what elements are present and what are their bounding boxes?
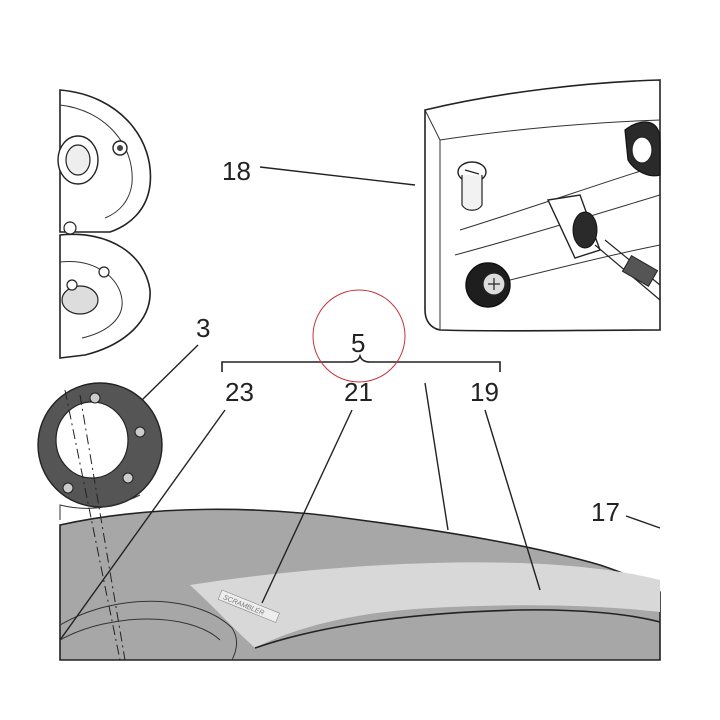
callout-21: 21 [344, 377, 373, 407]
alignment-axes [64, 389, 126, 661]
highlight-circle [312, 289, 406, 383]
leader-19 [484, 409, 541, 591]
filler-cap-assembly [57, 89, 152, 359]
detail-inset [424, 79, 661, 332]
leader-17 [625, 515, 661, 529]
callout-3: 3 [196, 313, 210, 343]
lock-mechanism-detail [546, 121, 661, 301]
callout-17: 17 [591, 497, 620, 527]
leader-18 [259, 166, 416, 186]
nut-detail [465, 262, 511, 308]
callout-19: 19 [470, 377, 499, 407]
screw-detail [457, 161, 487, 211]
leader-23 [59, 409, 226, 641]
callout-5: 5 [351, 328, 365, 358]
leader-lines [59, 166, 661, 641]
leader-3 [141, 344, 199, 401]
callout-18: 18 [222, 156, 251, 186]
leader-21 [261, 409, 353, 604]
callout-23: 23 [225, 377, 254, 407]
leader-19b [424, 382, 449, 531]
fuel-tank: SCRAMBLER [59, 508, 661, 661]
gasket-ring [37, 382, 163, 520]
callout-labels: 18 3 5 23 21 19 17 [196, 156, 620, 527]
group-bracket-5 [221, 353, 501, 372]
